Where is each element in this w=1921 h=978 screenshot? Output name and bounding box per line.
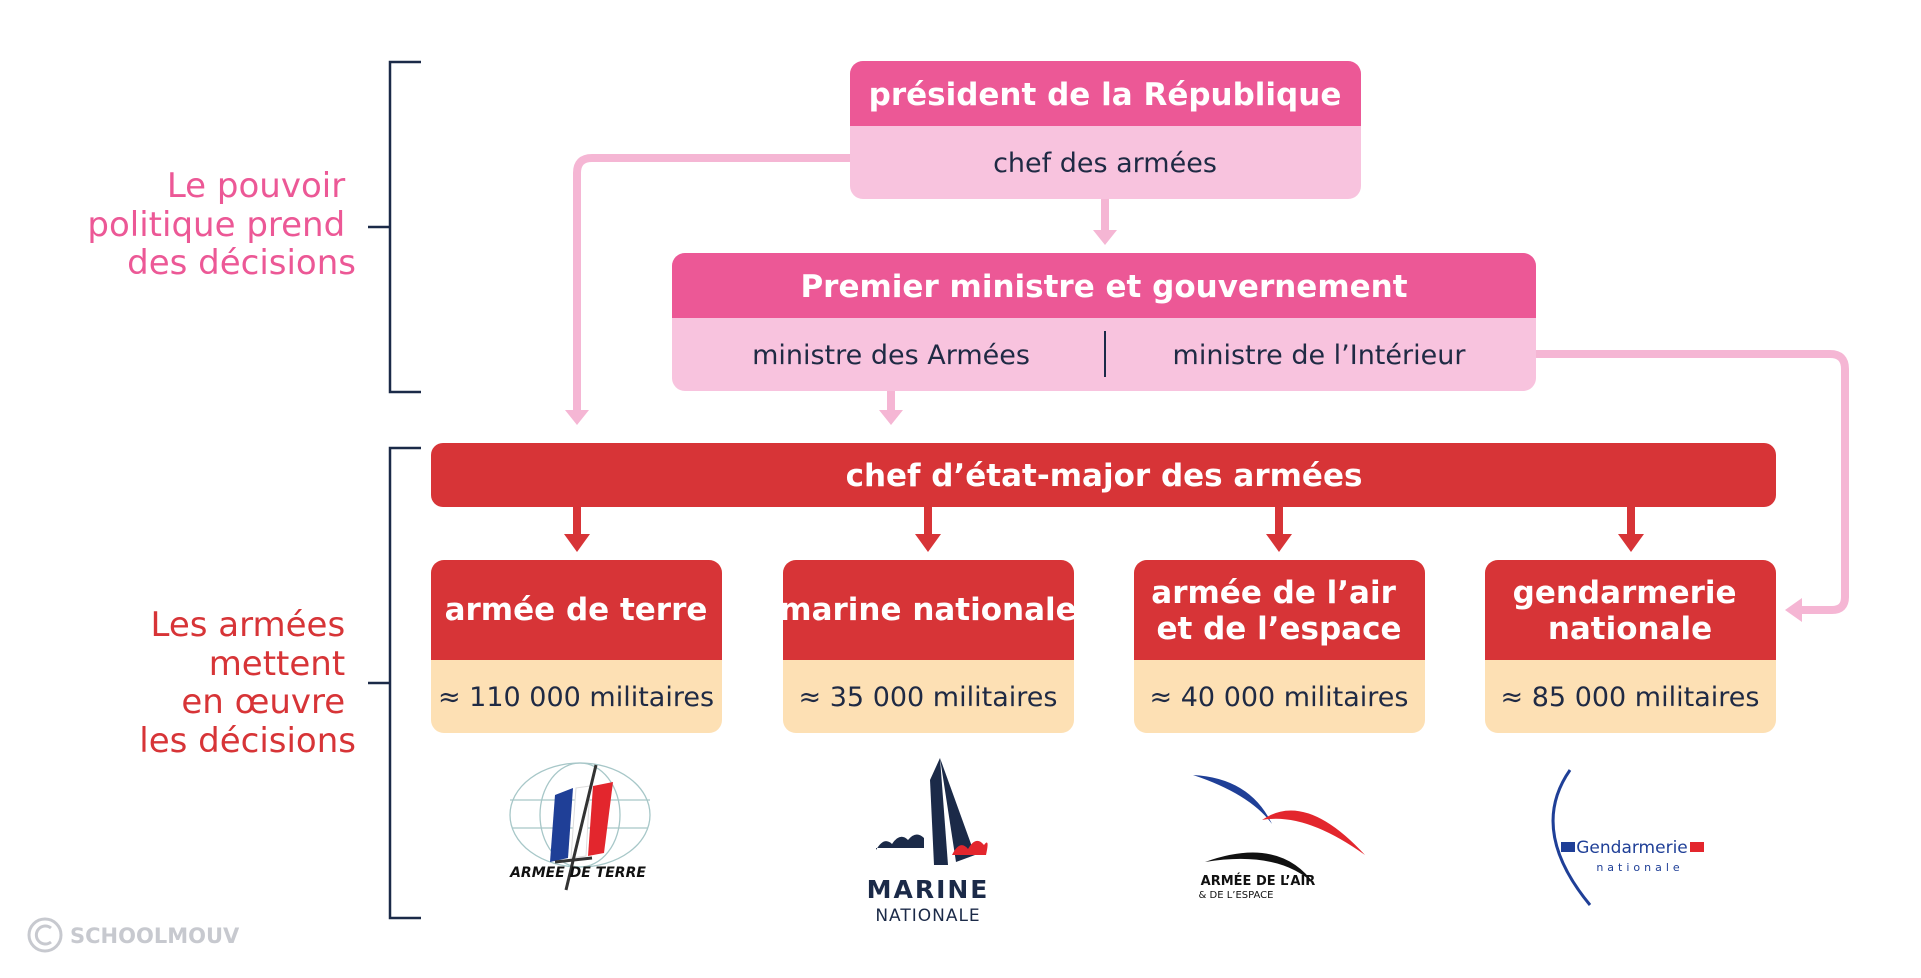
force-name: marine nationale [779, 592, 1076, 628]
gendarmerie-logo: Gendarmerie nationale [1551, 769, 1704, 906]
flag-sword-globe-icon [509, 762, 651, 891]
side-label-military-line: les décisions [139, 721, 356, 761]
force-box-gendarmerie: gendarmerie nationale ≈ 85 000 militaire… [1485, 560, 1776, 733]
force-name-line: nationale [1548, 611, 1712, 647]
force-name-line: armée de l’air [1151, 575, 1396, 611]
logo-text: ARMÉE DE L’AIR [1201, 873, 1316, 889]
force-name: gendarmerie nationale [1513, 575, 1748, 647]
force-name-line: gendarmerie [1513, 575, 1737, 611]
watermark-text: SCHOOLMOUV [70, 924, 240, 948]
president-box: président de la République chef des armé… [850, 61, 1361, 199]
logo-text: & DE L’ESPACE [1199, 890, 1274, 901]
navy-logo: MARINE NATIONALE [867, 758, 990, 926]
logo-text: NATIONALE [875, 906, 980, 926]
political-bracket [368, 60, 421, 394]
logo-text: MARINE [867, 875, 990, 904]
minister-armees-to-chief-arrow [879, 391, 903, 425]
president-to-government-arrow [1093, 199, 1117, 245]
side-label-political-line: Le pouvoir [167, 166, 345, 206]
force-count: ≈ 85 000 militaires [1501, 682, 1760, 713]
air-force-logo: ARMÉE DE L’AIR & DE L’ESPACE [1193, 775, 1365, 901]
side-label-political-line: politique prend [87, 205, 345, 245]
chief-of-staff-title: chef d’état-major des armées [846, 458, 1363, 494]
force-box-navy: marine nationale ≈ 35 000 militaires [779, 560, 1077, 733]
force-name: armée de terre [445, 592, 708, 628]
side-label-military: Les armées mettent en œuvre les décision… [139, 605, 356, 761]
force-count: ≈ 40 000 militaires [1150, 682, 1409, 713]
side-label-political: Le pouvoir politique prend des décisions [87, 166, 356, 283]
force-box-air: armée de l’air et de l’espace ≈ 40 000 m… [1134, 560, 1425, 733]
schoolmouv-watermark: SCHOOLMOUV [27, 917, 240, 953]
gendarmerie-arc-icon [1551, 769, 1704, 906]
side-label-military-line: mettent [209, 644, 346, 684]
minister-interieur: ministre de l’Intérieur [1173, 340, 1467, 371]
copyright-icon [27, 917, 63, 953]
side-label-military-line: en œuvre [181, 682, 345, 722]
logo-text: nationale [1596, 861, 1683, 874]
force-name: armée de l’air et de l’espace [1151, 575, 1406, 647]
sail-waves-icon [876, 758, 988, 865]
logo-text: Gendarmerie [1576, 838, 1688, 858]
chief-to-forces-arrows [564, 506, 1644, 552]
president-role: chef des armées [993, 148, 1217, 179]
wing-swoosh-icon [1193, 775, 1365, 885]
president-title: président de la République [869, 77, 1342, 113]
military-bracket [368, 446, 421, 920]
force-name-line: et de l’espace [1156, 611, 1401, 647]
army-logo: ARMEE DE TERRE [509, 762, 651, 891]
government-title: Premier ministre et gouvernement [800, 269, 1407, 305]
minister-armees: ministre des Armées [752, 340, 1030, 371]
force-count: ≈ 110 000 militaires [438, 682, 714, 713]
government-box: Premier ministre et gouvernement ministr… [672, 253, 1536, 391]
chief-of-staff-box: chef d’état-major des armées [431, 443, 1776, 507]
logo-text: ARMEE DE TERRE [509, 865, 646, 881]
force-box-army: armée de terre ≈ 110 000 militaires [431, 560, 722, 733]
side-label-political-line: des décisions [127, 243, 356, 283]
minister-interieur-to-gendarmerie-arrow [1536, 350, 1849, 622]
side-label-military-line: Les armées [151, 605, 346, 645]
force-count: ≈ 35 000 militaires [799, 682, 1058, 713]
president-to-chief-arrow [565, 154, 850, 425]
